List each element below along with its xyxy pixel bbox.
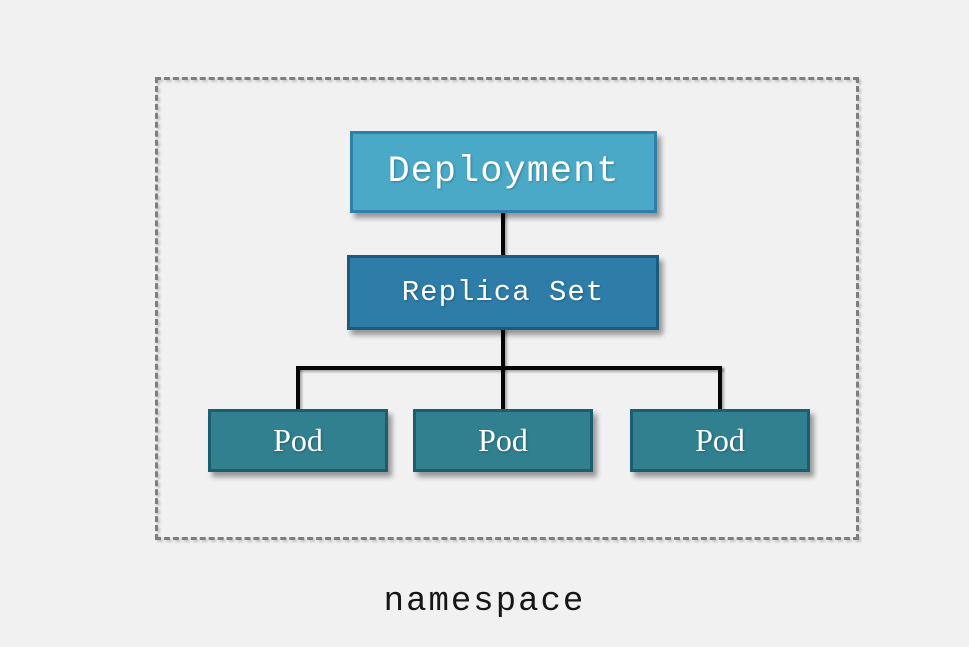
node-pod-1-label: Pod [273, 422, 323, 458]
namespace-boundary [155, 77, 859, 540]
node-pod-1: Pod [208, 409, 388, 472]
node-pod-2-label: Pod [478, 422, 528, 458]
node-replica-set: Replica Set [347, 255, 659, 330]
connector-branch-left-pod [296, 366, 300, 411]
node-pod-3-label: Pod [695, 422, 745, 458]
node-deployment: Deployment [350, 131, 657, 213]
connector-branch-horizontal [296, 366, 722, 370]
node-pod-2: Pod [413, 409, 593, 472]
connector-deployment-replicaset [501, 210, 505, 257]
node-pod-3: Pod [630, 409, 810, 472]
node-replica-set-label: Replica Set [401, 276, 605, 309]
node-deployment-label: Deployment [387, 151, 620, 193]
namespace-label: namespace [383, 583, 586, 621]
connector-branch-right-pod [718, 366, 722, 411]
